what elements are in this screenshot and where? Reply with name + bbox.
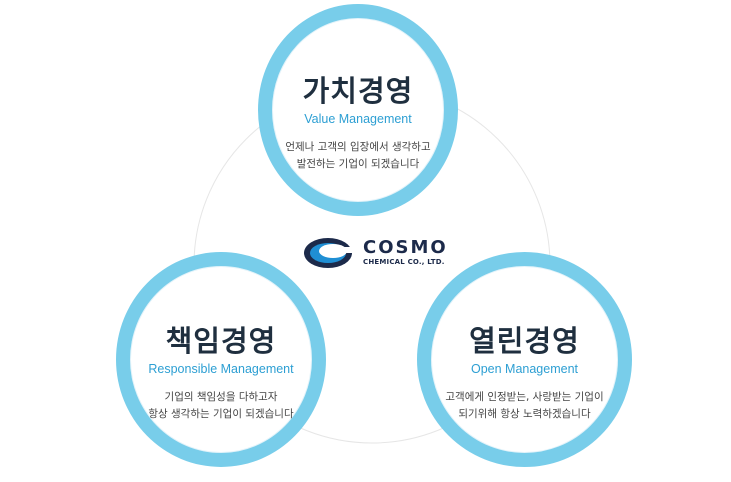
cosmo-logo: COSMO CHEMICAL CO., LTD. [303, 236, 453, 274]
value-desc-line2: 발전하는 기업이 되겠습니다 [296, 158, 420, 170]
responsible-title: 책임경영 [165, 324, 277, 358]
responsible-desc-line2: 항상 생각하는 기업이 되겠습니다 [148, 408, 294, 420]
responsible-desc-line1: 기업의 책임성을 다하고자 [164, 391, 278, 403]
logo-name: COSMO [363, 237, 448, 258]
value-management-circle: 가치경영 Value Management 언제나 고객의 입장에서 생각하고 … [258, 4, 458, 216]
value-desc-line1: 언제나 고객의 입장에서 생각하고 [285, 141, 431, 153]
responsible-description: 기업의 책임성을 다하고자 항상 생각하는 기업이 되겠습니다 [130, 389, 312, 423]
open-desc-line2: 되기위해 항상 노력하겠습니다 [458, 408, 591, 420]
open-description: 고객에게 인정받는, 사랑받는 기업이 되기위해 항상 노력하겠습니다 [431, 389, 618, 423]
value-title: 가치경영 [302, 74, 414, 108]
open-title: 열린경영 [469, 324, 580, 358]
responsible-management-circle: 책임경영 Responsible Management 기업의 책임성을 다하고… [116, 252, 326, 467]
logo-subname: CHEMICAL CO., LTD. [363, 258, 445, 266]
open-desc-line1: 고객에게 인정받는, 사랑받는 기업이 [445, 391, 604, 403]
value-subtitle: Value Management [304, 112, 412, 126]
responsible-subtitle: Responsible Management [148, 362, 294, 376]
open-management-circle: 열린경영 Open Management 고객에게 인정받는, 사랑받는 기업이… [417, 252, 632, 467]
open-subtitle: Open Management [470, 362, 578, 376]
cosmo-logo-mark-icon [304, 238, 357, 268]
value-description: 언제나 고객의 입장에서 생각하고 발전하는 기업이 되겠습니다 [272, 139, 444, 173]
